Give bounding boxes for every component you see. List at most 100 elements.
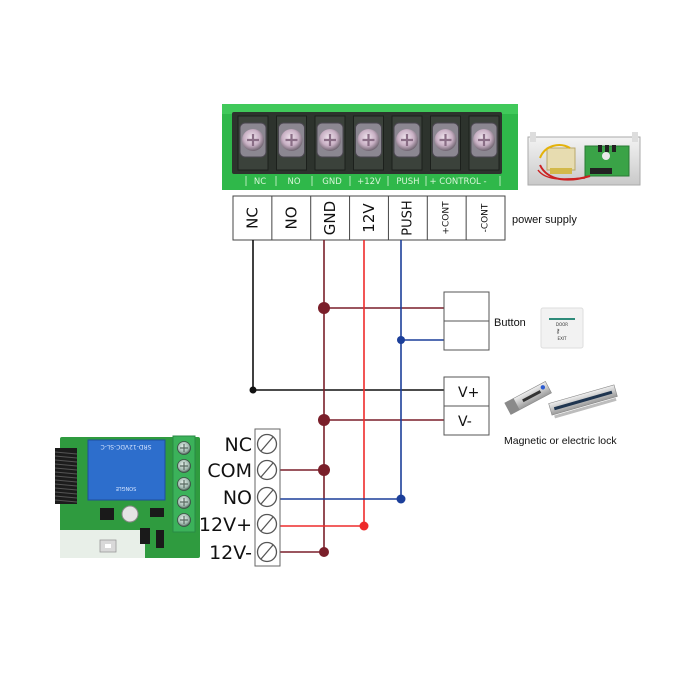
transformer-coil <box>550 168 572 174</box>
power-supply-box-photo <box>527 132 641 186</box>
screw-slot-icon <box>285 134 298 146</box>
capacitor <box>121 505 139 523</box>
screw-slot-icon <box>439 134 452 146</box>
strike-end <box>504 398 520 415</box>
coil-winding <box>54 459 78 463</box>
wires <box>249 240 444 557</box>
terminal-label-cont: -CONT <box>481 203 491 232</box>
terminal-screw-slot-icon <box>260 516 274 532</box>
electric-strike-lock <box>504 381 552 415</box>
coil-winding <box>54 499 78 503</box>
strike-slot <box>522 390 542 403</box>
maglock-plate <box>554 397 617 419</box>
magnetic-lock <box>548 384 618 419</box>
relay-terminal-label-com: COM <box>207 460 252 482</box>
module-screw-slot-icon <box>180 444 188 452</box>
exit-button-text-door: DOOR <box>556 322 568 327</box>
relay-terminal-label-12v: 12V+ <box>199 514 252 536</box>
relay-terminal-strip: NC COM NO 12V+ 12V- <box>199 428 281 567</box>
button-terminal-2 <box>443 320 490 351</box>
coil-winding <box>54 495 78 499</box>
relay-module-photo: SRD-12VDC-SL-C SONGLE <box>54 435 200 558</box>
coil-winding <box>54 483 78 487</box>
screw-slot-icon <box>401 134 413 146</box>
coil-winding <box>54 451 78 455</box>
terminal-label-cont: +CONT <box>442 201 452 235</box>
terminal-label-12v: 12V <box>360 203 378 233</box>
button-terminal-box <box>443 291 490 351</box>
junction-push-button <box>397 336 405 344</box>
board-label-control: + CONTROL - <box>429 177 486 187</box>
strike-blue-bolt <box>540 385 546 390</box>
coil-winding <box>54 455 78 459</box>
exit-button-text-exit: EXIT <box>558 336 567 341</box>
pcb-edge <box>222 104 518 114</box>
terminal-screw-slot-icon <box>260 544 274 560</box>
screw-slot-icon <box>247 134 259 146</box>
terminal-label-no: NO <box>282 206 300 229</box>
wire-nc-to-lock-vplus <box>252 240 444 391</box>
module-screw-slot-icon <box>180 480 188 488</box>
lock-vminus-label: V- <box>458 414 472 430</box>
board-label-gnd: GND <box>322 177 342 187</box>
relay-component <box>87 439 166 501</box>
junction-push-no <box>396 494 406 504</box>
coil-winding <box>54 491 78 495</box>
terminal-label-gnd: GND <box>321 201 339 235</box>
relay-terminal-label-no: NO <box>223 487 252 509</box>
button-terminal-1 <box>443 291 490 322</box>
junction-gnd-button <box>318 302 330 314</box>
screw-slot-icon <box>478 134 490 146</box>
board-label-no: NO <box>287 177 300 187</box>
psu-bracket-left <box>530 132 536 142</box>
exit-button-stripe <box>549 318 575 320</box>
terminal-label-box <box>232 195 506 241</box>
coil-winding <box>54 479 78 483</box>
module-screw-slot-icon <box>180 516 188 524</box>
junction-12v <box>359 521 369 531</box>
exit-button-plate <box>540 307 584 349</box>
coil-winding <box>54 475 78 479</box>
relay-terminal-label-nc: NC <box>225 434 252 456</box>
ic-chip <box>100 508 114 520</box>
psu-board-terminals <box>590 168 612 174</box>
junction-gnd-com <box>318 464 330 476</box>
junction-gnd-12vminus <box>319 547 329 557</box>
board-label-push: PUSH <box>396 177 419 187</box>
red-wire-2 <box>537 169 586 180</box>
relay-model-text: SRD-12VDC-SL-C <box>101 443 152 450</box>
key-icon: ⚷ <box>556 328 560 335</box>
screw-slot-icon <box>324 134 336 146</box>
terminal-screw-slot-icon <box>260 436 274 452</box>
transistor <box>156 530 164 548</box>
ic-chip-2 <box>150 508 164 517</box>
junction-nc <box>249 386 257 394</box>
exit-button-photo: DOOR ⚷ EXIT <box>540 307 584 349</box>
psu-bracket-right <box>632 132 638 142</box>
terminal-label-push: PUSH <box>400 200 415 235</box>
yellow-wire <box>539 144 571 159</box>
coil-winding <box>54 471 78 475</box>
diode <box>140 528 150 544</box>
terminal-screw-slot-icon <box>260 489 274 505</box>
board-label-12v: +12V <box>357 177 381 187</box>
module-screw-slot-icon <box>180 498 188 506</box>
coil-winding <box>54 487 78 491</box>
regulator-1 <box>598 145 602 152</box>
coil-winding <box>54 467 78 471</box>
lock-photo <box>504 381 618 419</box>
capacitor <box>602 152 610 160</box>
module-screw-slot-icon <box>180 462 188 470</box>
terminal-screw-slot-icon <box>260 462 274 478</box>
transformer <box>546 147 576 171</box>
coil-winding <box>54 463 78 467</box>
lock-caption: Magnetic or electric lock <box>504 435 617 447</box>
relay-terminal-label-12v: 12V- <box>209 542 252 564</box>
regulator-2 <box>605 145 609 152</box>
screw-slot-icon <box>362 134 375 146</box>
antenna-coil <box>54 448 78 504</box>
regulator-3 <box>612 145 616 152</box>
maglock-face <box>553 390 613 411</box>
